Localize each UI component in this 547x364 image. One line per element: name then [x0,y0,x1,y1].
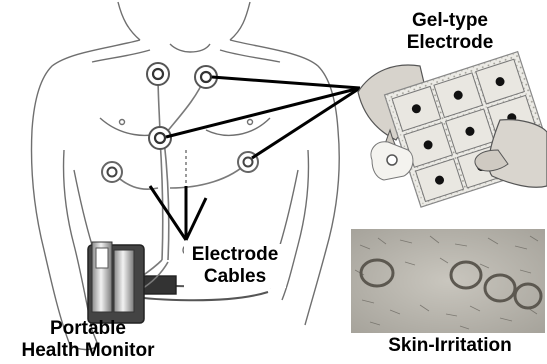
gel-electrode-label: Gel-type Electrode [398,10,502,54]
gel-electrode-label-line1: Gel-type [398,10,502,32]
right-arm-outer [305,130,339,325]
sternal-notch [170,44,210,52]
torso-electrodes [102,63,258,182]
cable-ll [170,162,248,188]
gel-electrode-photo [358,52,547,207]
electrode-cables-label-line2: Cables [184,266,286,288]
monitor-body-right [114,250,134,312]
peeled-electrode-snap [387,155,397,165]
right-pectoral [206,118,270,135]
skin-irritation-label: Skin-Irritation [362,335,538,357]
electrode-rl [102,162,122,182]
right-nipple [248,120,253,125]
left-shoulder-line [32,40,140,130]
electrode-ra [147,63,169,85]
neck-left-line [118,2,140,40]
torso-illustration [32,2,340,350]
monitor-screen [96,248,108,268]
portable-monitor-label-line1: Portable [0,318,176,340]
skin-photo-background [351,229,545,333]
left-collarbone [92,50,150,62]
pointer-gel-1 [212,77,360,88]
electrode-cables-label: Electrode Cables [184,244,286,288]
skin-irritation-photo [351,229,545,333]
pointer-cable-3 [186,198,206,240]
cable-trunk-2 [164,140,169,260]
skin-irritation-label-text: Skin-Irritation [362,335,538,357]
portable-monitor-device [88,242,144,323]
left-nipple [120,120,125,125]
gel-electrode-label-line2: Electrode [398,32,502,54]
electrode-cables-label-line1: Electrode [184,244,286,266]
neck-right-line [230,2,250,40]
pointer-gel-3 [252,88,360,158]
right-collarbone [220,50,280,62]
portable-monitor-label: Portable Health Monitor [0,318,176,362]
belt-buckle [140,276,176,294]
